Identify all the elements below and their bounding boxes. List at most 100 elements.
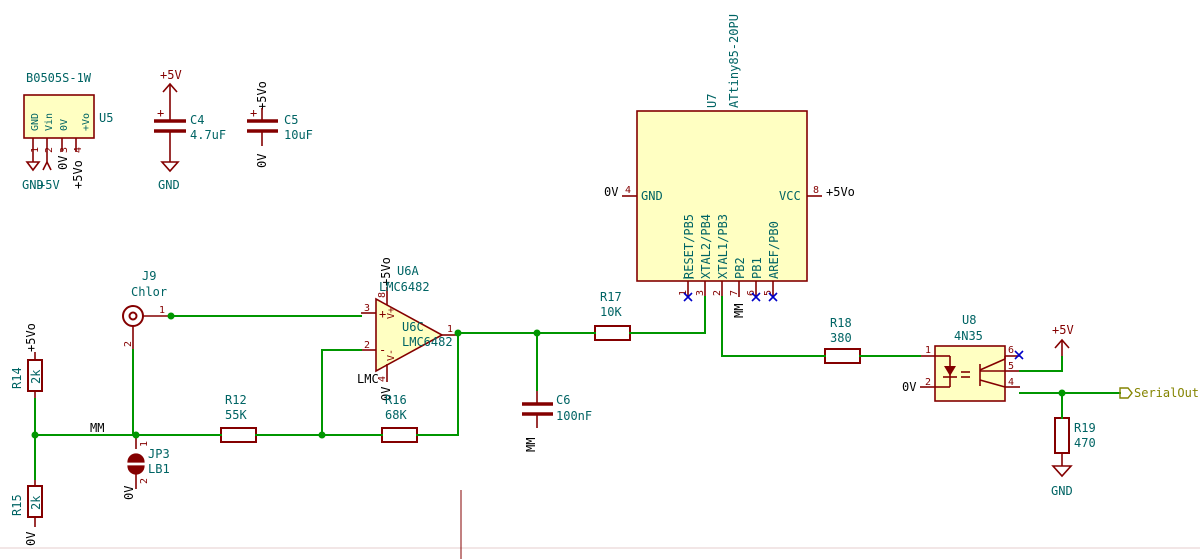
r18-ref: R18: [830, 316, 852, 330]
u7-microcontroller[interactable]: ATtiny85-20PU U7 GND VCC 4 8 0V +5Vo RES…: [604, 14, 855, 318]
r15-net-bot: 0V: [24, 532, 38, 546]
c4-ref: C4: [190, 113, 204, 127]
r12-resistor[interactable]: R12 55K: [220, 393, 257, 443]
u7-ref: U7: [705, 94, 719, 108]
u8-body: [934, 345, 1006, 402]
c5-capacitor[interactable]: +5Vo + 0V C5 10uF: [247, 81, 313, 168]
r14-ref: R14: [10, 367, 24, 389]
r16-value: 68K: [385, 408, 407, 422]
j9-pin-2: 2: [123, 341, 134, 347]
u8-pin-6: 6: [1008, 345, 1014, 356]
r19-net-bot: GND: [1051, 484, 1073, 498]
c5-ref: C5: [284, 113, 298, 127]
r12-value: 55K: [225, 408, 247, 422]
u7-bottom-pins: RESET/PB5 XTAL2/PB4 XTAL1/PB3 PB2 PB1 AR…: [678, 214, 781, 318]
u7-pin-name-6: PB1: [750, 257, 764, 279]
u7-pin-num-2: 2: [712, 290, 723, 296]
c5-net-top: +5Vo: [255, 81, 269, 110]
u6a-ref: U6A: [397, 264, 419, 278]
serialout-label: SerialOut: [1134, 386, 1199, 400]
u8-optocoupler[interactable]: U8 4N35 1 2 4 5 6 0V +5V: [902, 313, 1074, 402]
u6a-part: LMC6482: [379, 280, 430, 294]
c4-capacitor[interactable]: +5V + GND C4 4.7uF: [154, 68, 226, 192]
u7-pin-num-7: 7: [729, 290, 740, 296]
u7-no-connect-markers: [683, 292, 778, 302]
r17-resistor[interactable]: R17 10K: [594, 290, 631, 341]
r14-value: 2k: [29, 369, 43, 384]
j9-center: [128, 311, 138, 321]
u8-pin-2: 2: [925, 377, 931, 388]
c6-ref: C6: [556, 393, 570, 407]
u5-pin-num-4: 4: [73, 147, 84, 153]
j9-ring: [122, 305, 144, 327]
u8-pin6-nc: [1014, 350, 1024, 360]
c5-plus: +: [250, 106, 257, 120]
u7-part: ATtiny85-20PU: [727, 14, 741, 108]
c6-value: 100nF: [556, 409, 592, 423]
u6a-pin-out-num: 1: [447, 324, 453, 335]
u6a-vplus-label: V+: [386, 307, 397, 319]
junctions: [31, 312, 1066, 439]
c6-net-bot: MM: [524, 438, 538, 452]
u6a-pin-vp-num: 8: [377, 292, 388, 298]
jp3-bottom-pad: [127, 465, 145, 475]
serialout-port[interactable]: SerialOut: [1119, 386, 1199, 400]
u5-part: B0505S-1W: [26, 71, 92, 85]
u6c-ghost-sub: LMC: [357, 372, 379, 386]
u7-pin-name-7: PB2: [733, 257, 747, 279]
u6a-net-vm: 0V: [379, 387, 393, 401]
c4-net-bot: GND: [158, 178, 180, 192]
net-label-mm: MM: [90, 421, 104, 435]
r19-ref: R19: [1074, 421, 1096, 435]
r12-ref: R12: [225, 393, 247, 407]
u5-pin-num-3: 3: [59, 147, 70, 153]
u8-pin-1: 1: [925, 345, 931, 356]
u8-internal-symbols: [935, 355, 1006, 388]
u6c-ghost-part: LMC6482: [402, 335, 453, 349]
r15-value: 2k: [29, 495, 43, 510]
u8-net-pin2: 0V: [902, 380, 916, 394]
u6a-pin-vm-num: 4: [377, 376, 388, 382]
u5-pin-name-4: +Vo: [81, 113, 92, 131]
r18-resistor[interactable]: R18 380: [824, 316, 861, 364]
u5-net-0v: 0V: [56, 156, 70, 170]
u5-pin-num-1: 1: [30, 147, 41, 153]
jp3-jumper[interactable]: 1 2 JP3 LB1 0V: [122, 436, 170, 500]
serialout-arrow: [1119, 387, 1133, 399]
r14-resistor[interactable]: +5Vo R14 2k: [10, 323, 43, 399]
u7-pin-num-vcc: 8: [813, 185, 819, 196]
j9-value: Chlor: [131, 285, 167, 299]
u8-part: 4N35: [954, 329, 983, 343]
u6a-minus-sign: -: [379, 343, 386, 357]
r15-resistor[interactable]: R15 2k 0V: [10, 479, 43, 546]
jp3-pin-1: 1: [139, 441, 150, 447]
u8-ref: U8: [962, 313, 976, 327]
r19-resistor[interactable]: R19 470 GND: [1051, 417, 1096, 498]
u5-gnd-symbol: [25, 161, 41, 172]
u7-pin-num-gnd: 4: [625, 185, 631, 196]
u8-net-pin5: +5V: [1052, 323, 1074, 337]
c5-value: 10uF: [284, 128, 313, 142]
u6a-triangle: [375, 297, 444, 373]
u8-pin-5: 5: [1008, 361, 1014, 372]
c6-capacitor[interactable]: C6 100nF MM: [522, 390, 592, 452]
u7-pin-num-6: 6: [746, 290, 757, 296]
u7-pin-num-5: 5: [763, 290, 774, 296]
u5-pin-name-1: GND: [30, 113, 41, 131]
j9-ref: J9: [142, 269, 156, 283]
u5-dcdc-converter[interactable]: B0505S-1W U5 GND Vin 0V +Vo 1 2 3 4 GND …: [22, 71, 113, 192]
c4-net-top: +5V: [160, 68, 182, 82]
j9-pin-1: 1: [159, 305, 165, 316]
u5-net-5vo: +5Vo: [71, 160, 85, 189]
r15-ref: R15: [10, 494, 24, 516]
u6c-ghost-ref: U6C: [402, 320, 424, 334]
r17-value: 10K: [600, 305, 622, 319]
r16-resistor[interactable]: R16 68K: [381, 393, 418, 443]
jp3-pin-2: 2: [139, 478, 150, 484]
u6a-opamp[interactable]: 3 2 1 8 4 + - V+ V- +5Vo 0V U6A LMC6482 …: [357, 257, 457, 401]
j9-connector[interactable]: J9 Chlor 1 2: [122, 269, 171, 350]
jp3-value: LB1: [148, 462, 170, 476]
u7-body: [636, 110, 808, 282]
jp3-ref: JP3: [148, 447, 170, 461]
r19-gnd-symbol: [1051, 465, 1073, 478]
